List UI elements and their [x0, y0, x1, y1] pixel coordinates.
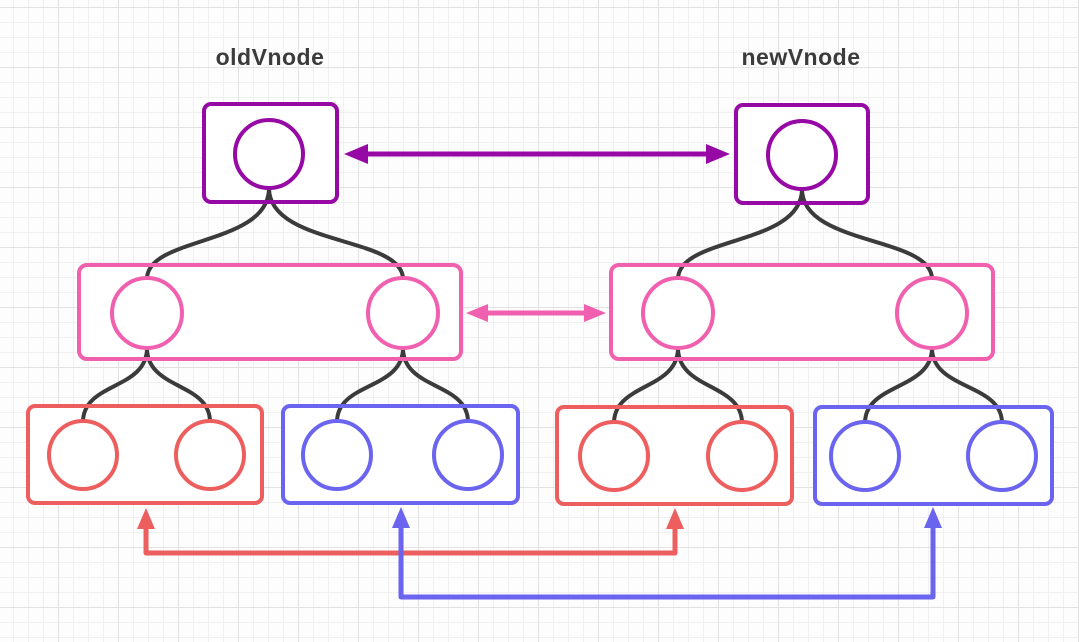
arrowhead-up-icon [137, 508, 155, 529]
old-child-node-1 [110, 276, 184, 350]
old-tree-label: oldVnode [215, 44, 325, 70]
old-blue-group-box [281, 404, 520, 505]
old-red-group-box [26, 404, 264, 505]
old-child-node-2 [366, 276, 440, 350]
box-outlines [26, 102, 1054, 506]
new-red-group-box [555, 405, 794, 506]
new-tree-label: newVnode [741, 44, 861, 70]
new-blue-node-1 [829, 420, 901, 492]
node-circles [47, 118, 1038, 492]
new-blue-node-2 [966, 420, 1038, 492]
arrowhead-right-icon [584, 304, 606, 322]
new-root-node [766, 119, 838, 191]
old-blue-node-1 [301, 419, 373, 491]
children-compare-arrow [466, 304, 606, 322]
new-blue-group-box [813, 405, 1054, 506]
blue-group-connector [392, 507, 942, 600]
red-group-connector [137, 508, 684, 556]
arrowhead-right-icon [706, 144, 730, 164]
old-blue-node-2 [432, 419, 504, 491]
arrowhead-left-icon [344, 144, 368, 164]
arrowhead-up-icon [392, 507, 410, 528]
old-red-node-2 [174, 419, 246, 491]
arrowhead-up-icon [924, 507, 942, 528]
old-children-box [77, 263, 463, 361]
old-root-box [202, 102, 339, 204]
root-compare-arrow [344, 144, 730, 164]
old-red-node-1 [47, 419, 119, 491]
arrowhead-up-icon [666, 508, 684, 529]
arrowhead-left-icon [466, 304, 488, 322]
new-children-box [609, 263, 995, 361]
new-child-node-1 [641, 276, 715, 350]
new-red-node-1 [578, 420, 650, 492]
new-root-box [734, 103, 870, 205]
old-root-node [233, 118, 305, 190]
new-red-node-2 [706, 420, 778, 492]
new-child-node-2 [895, 276, 969, 350]
